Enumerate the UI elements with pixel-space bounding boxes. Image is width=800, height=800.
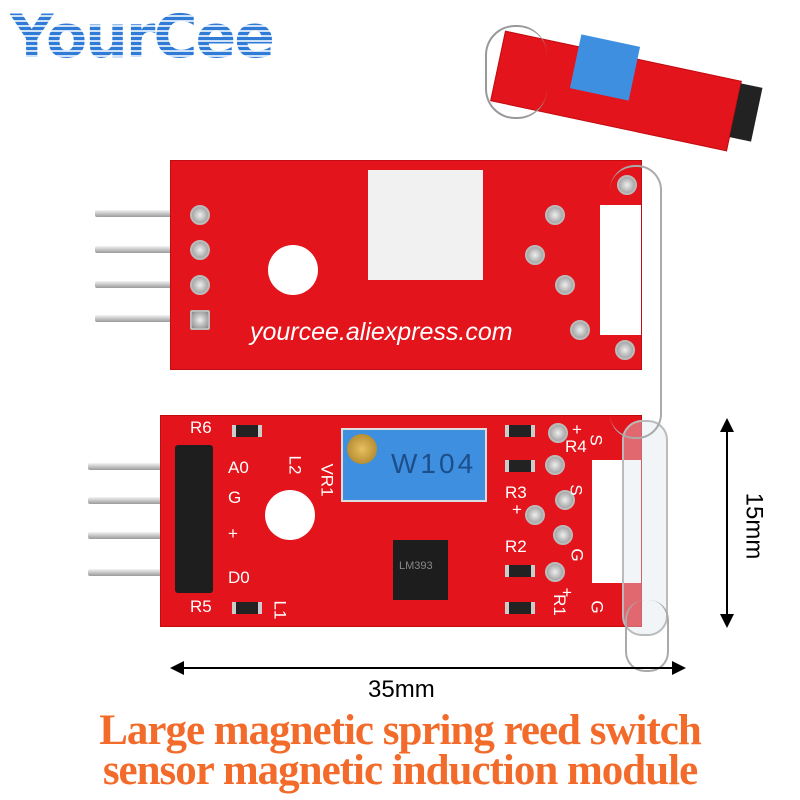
comparator-ic: LM393 [393, 540, 448, 600]
title-line-1: Large magnetic spring reed switch [99, 707, 702, 754]
potentiometer: W104 [341, 428, 487, 502]
url-text: yourcee.aliexpress.com [250, 318, 513, 346]
reed-switch-glass [622, 420, 668, 636]
reed-wire-bottom [625, 600, 669, 672]
height-arrow [726, 428, 728, 618]
product-photo-angled [485, 20, 795, 152]
reed-wire [610, 165, 662, 439]
pin-header [175, 445, 213, 593]
height-label: 15mm [740, 492, 768, 560]
width-label: 35mm [368, 676, 435, 703]
brand-logo: YourCee [10, 2, 275, 72]
title-line-2: sensor magnetic induction module [102, 747, 698, 794]
width-arrow [180, 667, 676, 669]
